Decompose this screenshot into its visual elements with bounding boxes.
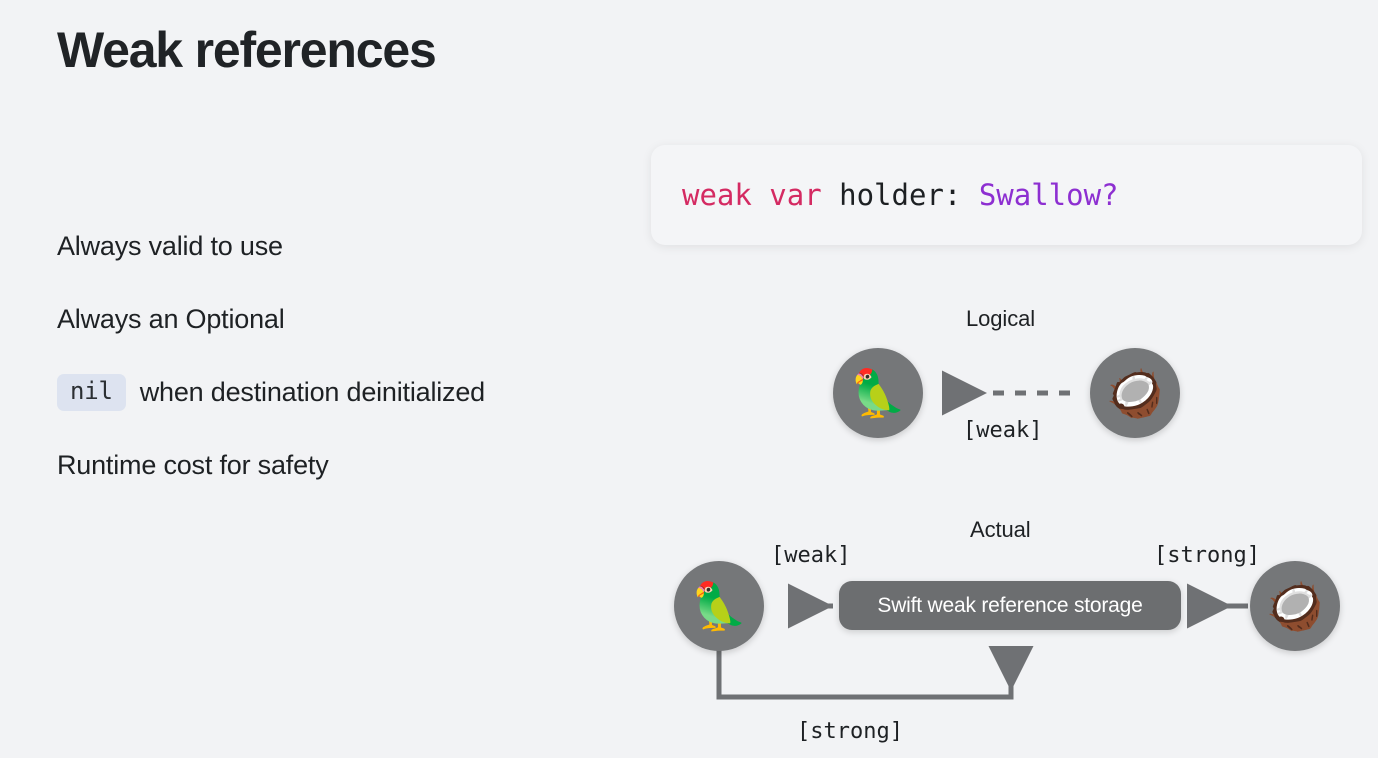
logical-weak-label: [weak] [963, 418, 1043, 443]
coconut-icon: 🥥 [1266, 580, 1324, 632]
actual-strong-label-swallow: [strong] [797, 719, 903, 744]
logical-swallow-node: 🦜 [833, 348, 923, 438]
storage-node-label: Swift weak reference storage [877, 593, 1143, 617]
bullet-text: Always valid to use [57, 231, 283, 261]
list-item: Always valid to use [57, 210, 657, 283]
parrot-icon: 🦜 [849, 367, 907, 419]
diagram-title-actual: Actual [970, 517, 1031, 542]
list-item: Always an Optional [57, 283, 657, 356]
code-token-keyword: weak var [682, 178, 840, 212]
actual-coconut-node: 🥥 [1250, 561, 1340, 651]
bullet-text: Always an Optional [57, 304, 285, 334]
code-line: weak var holder: Swallow? [651, 178, 1119, 212]
diagram-title-logical: Logical [966, 306, 1036, 331]
code-token-type: Swallow? [978, 178, 1119, 212]
code-card: weak var holder: Swallow? [651, 145, 1362, 245]
logical-coconut-node: 🥥 [1090, 348, 1180, 438]
nil-code-chip: nil [57, 374, 126, 411]
bullet-list: Always valid to use Always an Optional n… [57, 210, 657, 502]
parrot-icon: 🦜 [690, 580, 748, 632]
coconut-icon: 🥥 [1106, 367, 1164, 419]
actual-swallow-node: 🦜 [674, 561, 764, 651]
bullet-text: Runtime cost for safety [57, 450, 329, 480]
actual-storage-node: Swift weak reference storage [839, 581, 1181, 630]
code-token-identifier: holder: [839, 178, 979, 212]
bullet-text: when destination deinitialized [139, 377, 485, 407]
list-item: nil when destination deinitialized [57, 356, 657, 429]
actual-weak-label: [weak] [771, 543, 851, 568]
page-title: Weak references [57, 22, 437, 78]
list-item: Runtime cost for safety [57, 429, 657, 502]
actual-strong-label-coconut: [strong] [1154, 543, 1260, 568]
actual-strong-arrow-swallow [716, 646, 1034, 700]
